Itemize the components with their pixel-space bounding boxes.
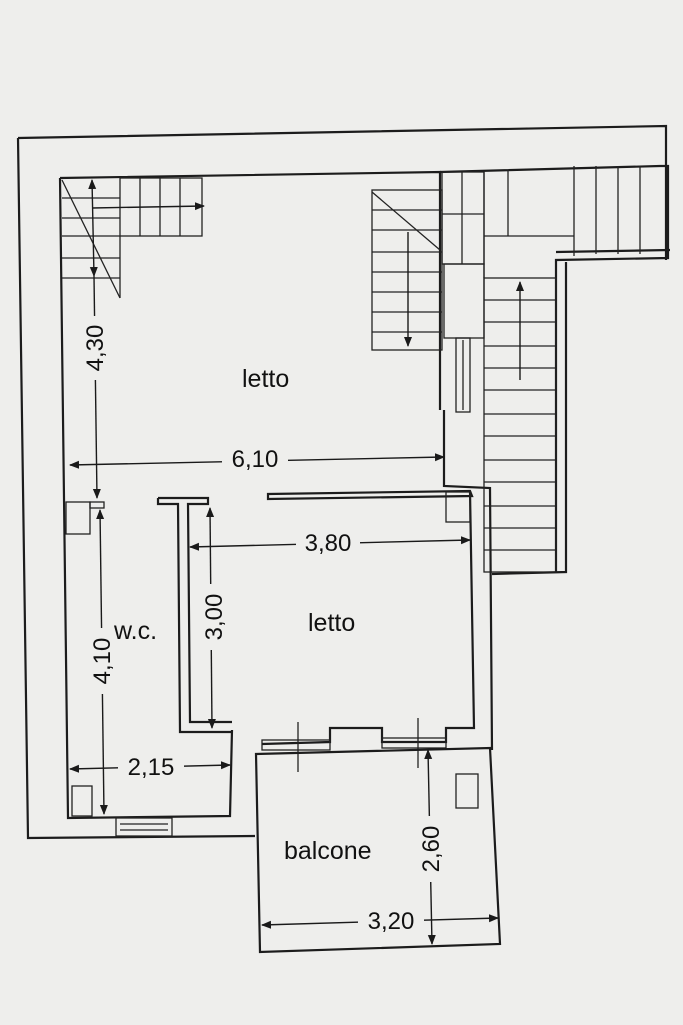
dim-label-wc-width: 2,15: [128, 754, 175, 781]
room-label-balcony: balcone: [284, 837, 372, 865]
dim-label-lower-width: 3,80: [305, 530, 352, 557]
room-label-wc: w.c.: [113, 617, 157, 645]
dim-line-upper-height: [88, 179, 98, 277]
label-backgrounds: [82, 316, 444, 934]
dim-label-balcony-width: 3,20: [368, 908, 415, 935]
dim-label-total-width: 6,10: [232, 446, 279, 473]
room-label-bedroom-lower: letto: [308, 609, 355, 637]
dim-label-wc-height: 4,10: [89, 638, 116, 685]
outer-walls: [16, 124, 671, 840]
dim-label-balcony-height: 2,60: [418, 826, 445, 873]
staircase-top-left: [61, 177, 205, 299]
dim-label-upper-height: 4,30: [82, 325, 109, 372]
dim-label-lower-height: 3,00: [201, 594, 228, 641]
staircase-top-center: [371, 171, 485, 351]
balcony-outline: [254, 746, 502, 954]
staircase-right: [483, 166, 641, 573]
room-label-bedroom-upper: letto: [242, 365, 289, 393]
